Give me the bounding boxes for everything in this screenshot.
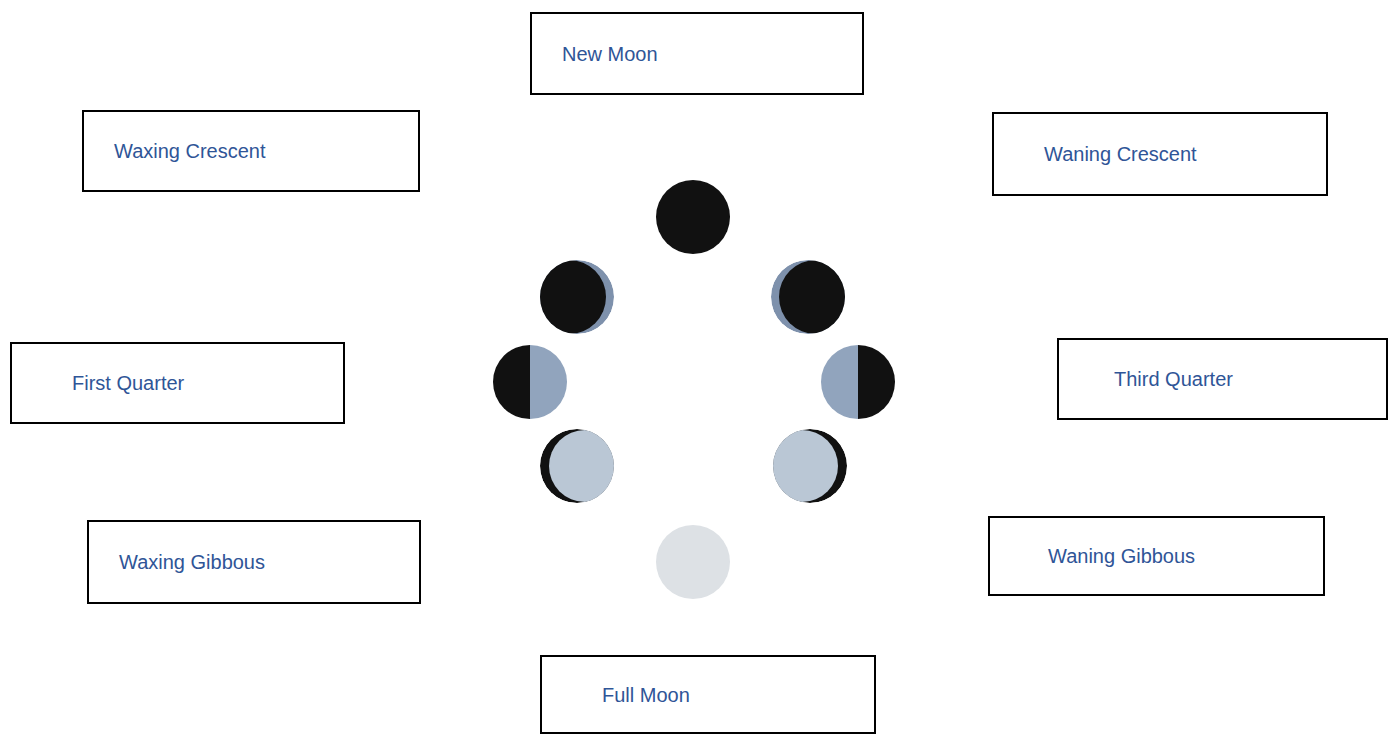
phase-label-box: Waning Gibbous bbox=[988, 516, 1325, 596]
first-quarter-phase bbox=[493, 345, 567, 419]
phase-name: New Moon bbox=[562, 42, 658, 66]
phase-name: Full Moon bbox=[602, 683, 690, 707]
phase-name: Waning Crescent bbox=[1044, 142, 1197, 166]
waning-crescent-phase bbox=[771, 260, 853, 334]
phase-label-box: Full Moon bbox=[540, 655, 876, 734]
phase-name: Waxing Crescent bbox=[114, 139, 266, 163]
phase-label-box: First Quarter bbox=[10, 342, 345, 424]
full-moon-phase bbox=[656, 525, 730, 599]
phase-label-box: New Moon bbox=[530, 12, 864, 95]
waxing-crescent-phase bbox=[532, 260, 614, 334]
phase-label-box: Waning Crescent bbox=[992, 112, 1328, 196]
phase-name: Third Quarter bbox=[1114, 367, 1233, 391]
new-moon-phase bbox=[656, 180, 730, 254]
waning-gibbous-phase bbox=[766, 429, 847, 503]
phase-name: Waning Gibbous bbox=[1048, 544, 1195, 568]
phase-label-box: Waxing Gibbous bbox=[87, 520, 421, 604]
third-quarter-phase bbox=[821, 345, 895, 419]
phase-name: Waxing Gibbous bbox=[119, 550, 265, 574]
phase-label-box: Third Quarter bbox=[1057, 338, 1388, 420]
waxing-gibbous-phase bbox=[540, 429, 621, 503]
phase-label-box: Waxing Crescent bbox=[82, 110, 420, 192]
phase-name: First Quarter bbox=[72, 371, 184, 395]
